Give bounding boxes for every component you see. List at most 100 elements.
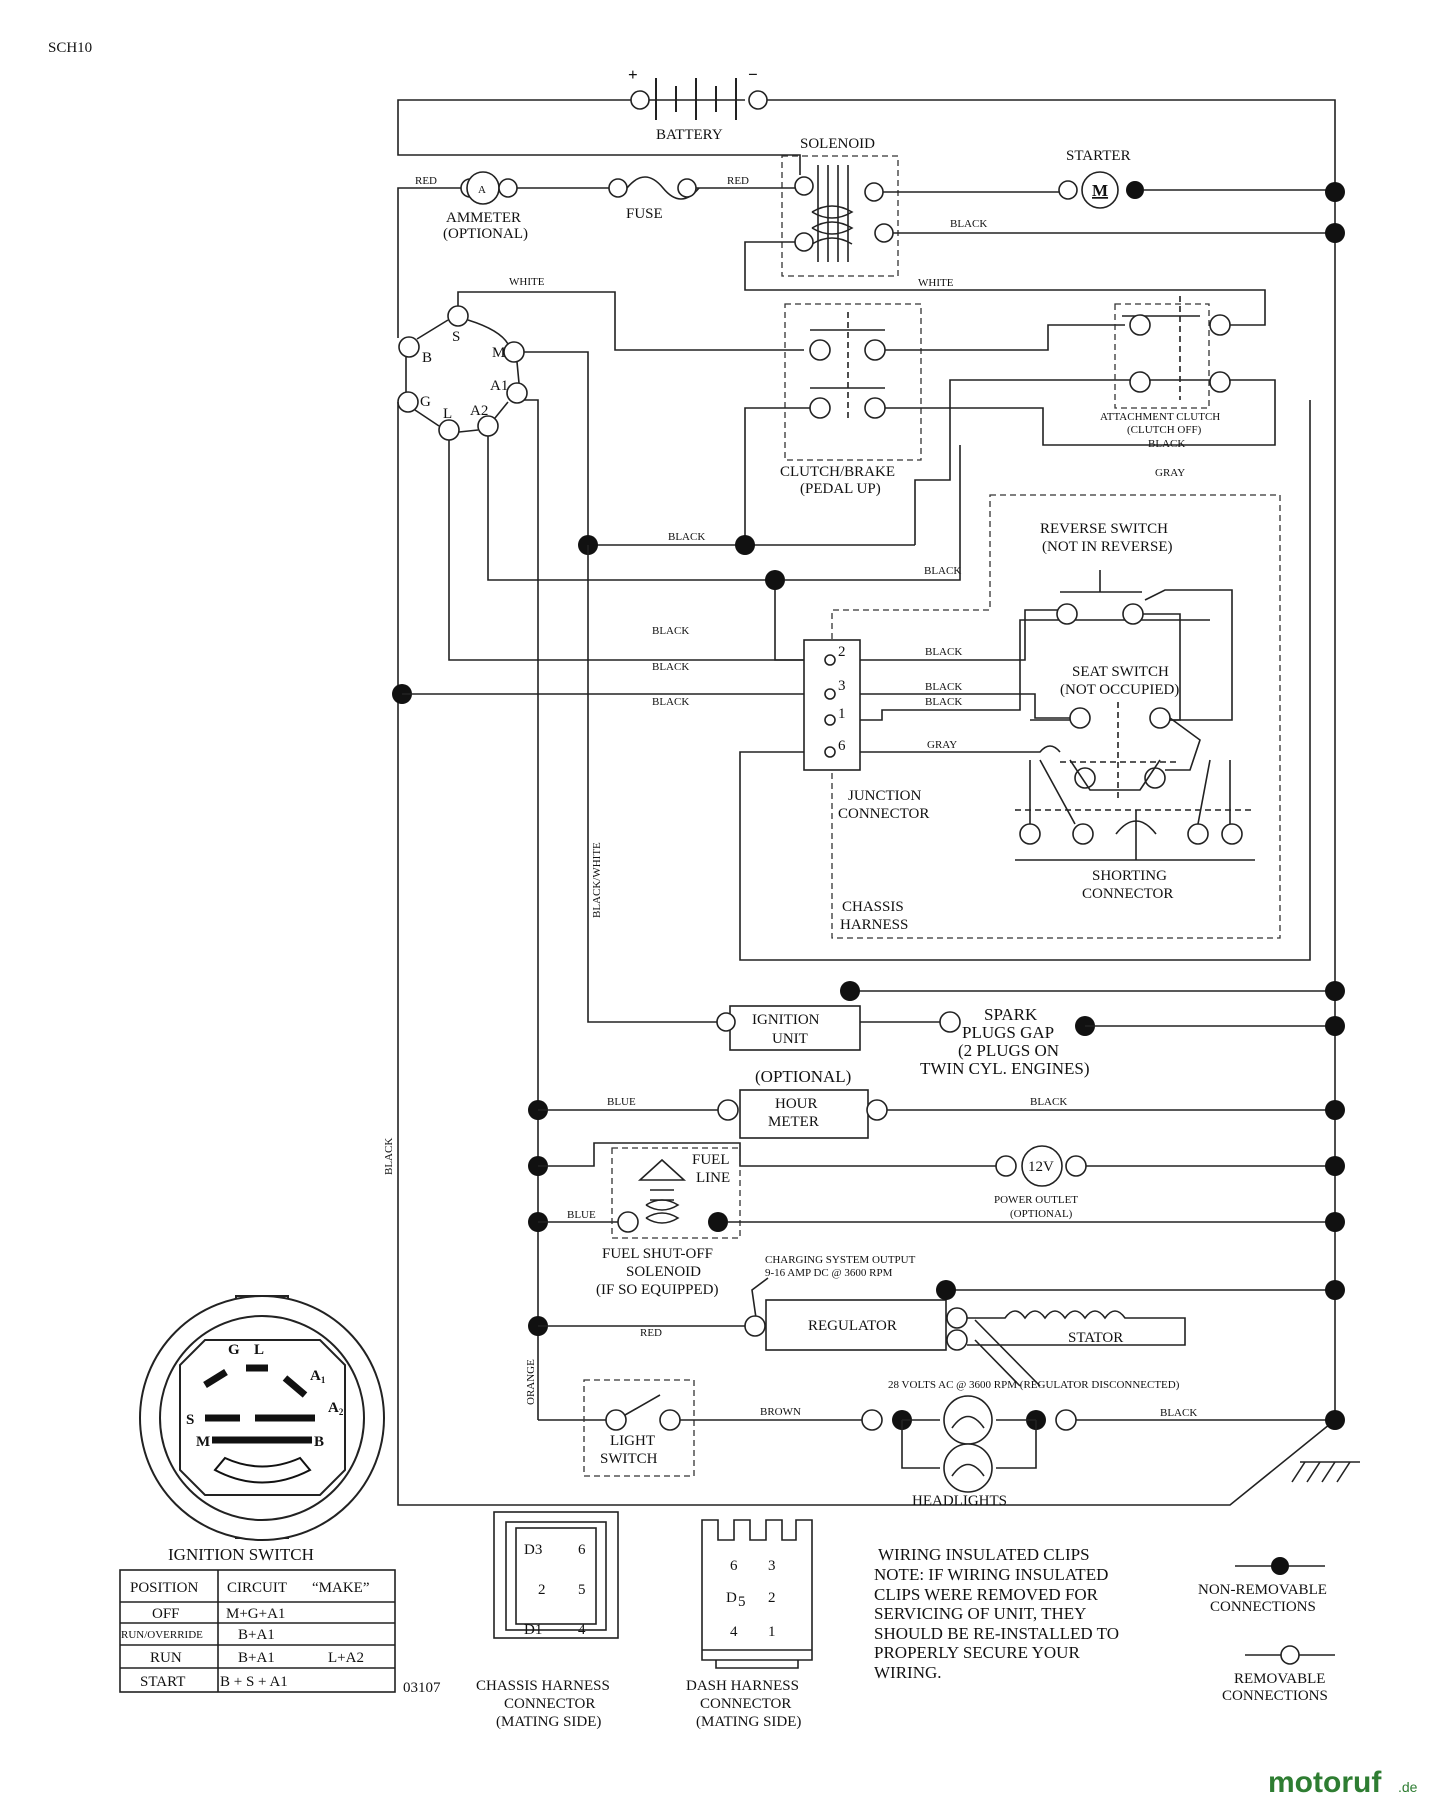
dash-connector-label-3: (MATING SIDE) (696, 1714, 801, 1730)
wire-label-black-2: BLACK (668, 531, 705, 543)
dash-pin-1: 1 (768, 1624, 776, 1640)
switch-face-s: S (186, 1412, 194, 1428)
headlights: HEADLIGHTS (861, 1395, 1077, 1509)
junction-pin-6: 6 (838, 738, 846, 754)
ammeter: A AMMETER (OPTIONAL) (443, 171, 528, 242)
terminal-a1: A1 (490, 378, 508, 394)
attachment-clutch-switch: ATTACHMENT CLUTCH (CLUTCH OFF) (1100, 296, 1231, 436)
dash-pin-2: 2 (768, 1590, 776, 1606)
wire-label-black-ground: BLACK (383, 1138, 395, 1175)
seat-switch-label: SEAT SWITCH (1072, 664, 1169, 680)
ground-node-solenoid (1325, 223, 1345, 243)
battery-minus-sign: − (748, 65, 758, 84)
terminal-g: G (420, 394, 431, 410)
wire-label-blue-2: BLUE (567, 1209, 596, 1221)
light-switch-label-2: SWITCH (600, 1451, 658, 1467)
table-cell-start: START (140, 1674, 185, 1690)
dash-pin-d: D (726, 1590, 737, 1606)
battery-positive-wire (397, 99, 801, 175)
hour-meter-label-1: HOUR (775, 1096, 818, 1112)
ground-node-fuel (1325, 1212, 1345, 1232)
ground-bus-left (397, 402, 1336, 1506)
headlights-label: HEADLIGHTS (912, 1493, 1007, 1509)
ignition-switch-title: IGNITION SWITCH (168, 1545, 314, 1564)
fuse: FUSE (608, 176, 700, 222)
chassis-connector-label-1: CHASSIS HARNESS (476, 1678, 610, 1694)
fuel-line-label-1: FUEL (692, 1152, 730, 1168)
clutch-gray-wire (885, 379, 1276, 446)
chassis-pin-d3: D3 (524, 1542, 542, 1558)
junction-pin-1: 1 (838, 706, 846, 722)
white-wire-start (457, 291, 804, 351)
wire-label-white-solenoid: WHITE (918, 277, 954, 289)
wire-label-black-solenoid: BLACK (950, 218, 987, 230)
table-cell-start-circuit: B + S + A1 (220, 1674, 288, 1690)
seat-switch: SEAT SWITCH (NOT OCCUPIED) (1030, 664, 1201, 800)
ground-bus-right (767, 99, 1336, 1420)
wire-label-white-1: WHITE (509, 276, 545, 288)
legend-removable-1: REMOVABLE (1234, 1671, 1325, 1687)
wire-label-black-8: BLACK (925, 681, 962, 693)
starter-label: STARTER (1066, 148, 1131, 164)
terminal-l: L (443, 406, 452, 422)
spark-plugs-note: SPARK PLUGS GAP (2 PLUGS ON TWIN CYL. EN… (920, 1005, 1090, 1078)
table-header-position: POSITION (130, 1580, 199, 1596)
ground-node-outlet (1325, 1156, 1345, 1176)
chassis-pin-5: 5 (578, 1582, 586, 1598)
terminal-b: B (422, 350, 432, 366)
terminal-s: S (452, 329, 460, 345)
dash-connector-label-1: DASH HARNESS (686, 1678, 799, 1694)
switch-face-l: L (254, 1342, 264, 1358)
wire-label-gray-2: GRAY (927, 739, 957, 751)
battery-positive-terminal (630, 90, 650, 110)
fuel-solenoid-label-1: FUEL SHUT-OFF (602, 1246, 713, 1262)
table-cell-run-circuit: B+A1 (238, 1650, 275, 1666)
note-line-7: WIRING. (874, 1663, 942, 1682)
wire-label-red-1: RED (415, 175, 437, 187)
wire-label-brown: BROWN (760, 1406, 801, 1418)
light-switch: LIGHT SWITCH (583, 1379, 695, 1477)
hour-meter-label-2: METER (768, 1114, 819, 1130)
junction-connector-label-2: CONNECTOR (838, 806, 929, 822)
wire-label-black-5: BLACK (652, 661, 689, 673)
clutch-black-wire-1 (744, 407, 810, 545)
ground-symbol-icon (1291, 1461, 1360, 1483)
clutch-brake-label: CLUTCH/BRAKE (780, 464, 895, 480)
switch-face-a2: A2 (328, 1400, 344, 1417)
l-wire (448, 440, 840, 661)
table-header-make: “MAKE” (312, 1580, 369, 1596)
shorting-connector-label-2: CONNECTOR (1082, 886, 1173, 902)
power-outlet-symbol: 12V (1028, 1159, 1054, 1175)
dash-connector-label-2: CONNECTOR (700, 1696, 791, 1712)
ammeter-label: AMMETER (446, 210, 521, 226)
chassis-pin-2: 2 (538, 1582, 546, 1598)
legend: NON-REMOVABLE CONNECTIONS REMOVABLE CONN… (1198, 1557, 1335, 1704)
wire-label-black-6: BLACK (652, 696, 689, 708)
ground-node-engine (1325, 981, 1345, 1001)
connection-node-a2 (765, 570, 785, 590)
wire-label-black-white: BLACK/WHITE (591, 842, 603, 918)
connection-node-engine (840, 981, 860, 1001)
chassis-pin-6: 6 (578, 1542, 586, 1558)
table-header-circuit: CIRCUIT (227, 1580, 287, 1596)
wire-label-blue-1: BLUE (607, 1096, 636, 1108)
legend-removable-dot (1280, 1645, 1300, 1665)
power-outlet-wire (538, 1142, 996, 1167)
dash-pin-5: 5 (738, 1594, 746, 1610)
battery-plus-sign: + (628, 65, 638, 84)
clutch-brake-note: (PEDAL UP) (800, 481, 881, 497)
ignition-unit: IGNITION UNIT (716, 1005, 861, 1051)
wire-label-black-10: BLACK (1030, 1096, 1067, 1108)
seat-switch-note: (NOT OCCUPIED) (1060, 682, 1179, 698)
note-line-2: NOTE: IF WIRING INSULATED (874, 1565, 1108, 1584)
power-outlet: 12V POWER OUTLET (OPTIONAL) (994, 1145, 1087, 1220)
ammeter-symbol: A (478, 184, 486, 196)
charging-output-spec: 9-16 AMP DC @ 3600 RPM (765, 1267, 893, 1279)
hour-meter-optional: (OPTIONAL) (755, 1067, 851, 1086)
spark-label-3: (2 PLUGS ON (958, 1041, 1059, 1060)
ignition-switch-table: IGNITION SWITCH POSITION CIRCUIT “MAKE” … (119, 1545, 396, 1693)
fuel-solenoid-label-2: SOLENOID (626, 1264, 701, 1280)
reverse-switch-label: REVERSE SWITCH (1040, 521, 1168, 537)
terminal-a1-wire (524, 399, 539, 1420)
connection-node-regulator-out (936, 1280, 956, 1300)
